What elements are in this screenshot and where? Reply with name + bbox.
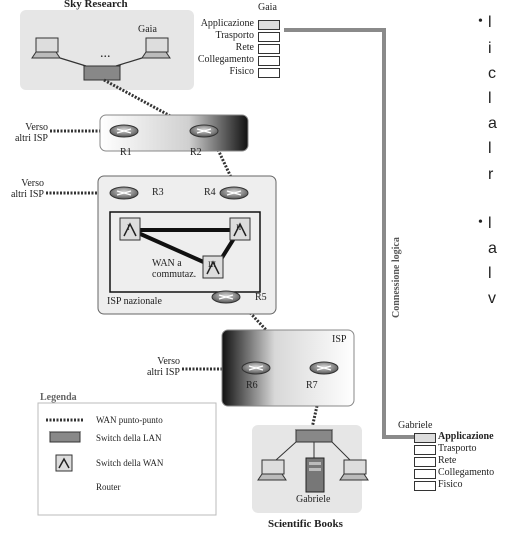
stack-bottom-layer-label: Collegamento <box>438 467 495 478</box>
router-label-r5: R5 <box>255 292 267 303</box>
router-icon <box>211 290 241 304</box>
slide-text-fragment: i <box>488 40 492 57</box>
router-label-r4: R4 <box>204 187 216 198</box>
stack-bottom-layer-box <box>414 457 436 467</box>
national-isp-box <box>97 175 277 315</box>
router-label-r2: R2 <box>190 147 202 158</box>
slide-text-fragment: v <box>488 290 496 307</box>
stack-host-top: Gaia <box>258 2 277 13</box>
isp-label: ISP <box>332 334 347 345</box>
logical-connection-label: Connessione logica <box>391 237 402 318</box>
router-icon <box>109 186 139 200</box>
stack-bottom-layer-label: Applicazione <box>438 431 494 442</box>
wan-switch-id-2: II <box>236 223 242 232</box>
stack-top-layer-label: Trasporto <box>215 30 254 41</box>
router-label-r3: R3 <box>152 187 164 198</box>
sky-research-area <box>20 10 194 90</box>
ellipsis-label: ... <box>100 46 111 61</box>
stack-top-layer-label: Applicazione <box>200 18 254 29</box>
laptop-icon <box>339 459 369 481</box>
legend-item-router: Router <box>96 482 121 492</box>
slide-text-fragment: l <box>488 215 492 232</box>
legend-lan-switch-icon <box>48 431 82 443</box>
router-label-r6: R6 <box>246 380 258 391</box>
router-label-r7: R7 <box>306 380 318 391</box>
bullet-marker: • <box>478 14 483 29</box>
slide-text-fragment: c <box>488 65 496 82</box>
legend-item-lan-switch: Switch della LAN <box>96 433 162 443</box>
router-icon <box>189 124 219 138</box>
stack-top-layer-box <box>258 68 280 78</box>
org-sky-research: Sky Research <box>64 0 128 10</box>
legend-item-wan-switch: Switch della WAN <box>96 458 164 468</box>
stack-bottom-layer-label: Rete <box>438 455 457 466</box>
wan-switch-id-1: I <box>127 223 130 232</box>
wan-switch-id-3: III <box>208 260 216 269</box>
stack-bottom-layer-label: Trasporto <box>438 443 477 454</box>
slide-text-fragment: r <box>488 166 494 183</box>
laptop-icon <box>31 37 61 59</box>
laptop-icon <box>257 459 287 481</box>
routers <box>49 124 339 501</box>
isp-box-top <box>99 114 249 152</box>
stack-top-layer-box <box>258 20 280 30</box>
slide-text-fragment: l <box>488 140 492 157</box>
stack-bottom-layer-box <box>414 445 436 455</box>
host-label-bottom: Gabriele <box>296 494 331 505</box>
lan-switch-icon <box>294 429 334 443</box>
wan-switch-icon <box>202 255 224 279</box>
stack-bottom-layer-box <box>414 469 436 479</box>
stack-bottom-layer-box <box>414 481 436 491</box>
stack-top-layer-box <box>258 56 280 66</box>
isp-box-bottom <box>221 329 355 407</box>
legend-title: Legenda <box>40 392 77 403</box>
logical-connection-line <box>284 28 436 439</box>
host-label-top: Gaia <box>138 24 157 35</box>
bullet-marker: • <box>478 215 483 230</box>
router-icon <box>109 124 139 138</box>
stack-top-layer-box <box>258 44 280 54</box>
wan-label: WAN a commutaz. <box>152 258 197 280</box>
stack-top-layer-box <box>258 32 280 42</box>
router-icon <box>219 186 249 200</box>
stack-bottom-layer-box <box>414 433 436 443</box>
slide-text-fragment: l <box>488 90 492 107</box>
stack-top-layer-label: Collegamento <box>197 54 254 65</box>
slide-text-fragment: a <box>488 240 497 257</box>
wan-area <box>109 211 261 293</box>
org-scientific-books: Scientific Books <box>268 518 343 530</box>
legend-item-wan-ptp: WAN punto-punto <box>96 415 163 425</box>
external-isp-1: Verso altri ISP <box>14 122 48 144</box>
server-icon <box>305 457 325 493</box>
legend-wan-switch-icon <box>55 454 73 472</box>
slide-text-fragment: l <box>488 14 492 31</box>
external-isp-3: Verso altri ISP <box>146 356 180 378</box>
router-label-r1: R1 <box>120 147 132 158</box>
wan-switch-icon <box>119 217 141 241</box>
router-icon <box>241 361 271 375</box>
stack-bottom-layer-label: Fisico <box>438 479 463 490</box>
national-isp-label: ISP nazionale <box>107 296 162 307</box>
router-icon <box>309 361 339 375</box>
slide-text-fragment: l <box>488 265 492 282</box>
external-isp-2: Verso altri ISP <box>10 178 44 200</box>
slide-text-fragment: a <box>488 115 497 132</box>
laptop-icon <box>141 37 171 59</box>
stack-host-bottom: Gabriele <box>398 420 433 431</box>
stack-top-layer-label: Fisico <box>229 66 254 77</box>
wan-switch-icon <box>229 217 251 241</box>
stack-top-layer-label: Rete <box>235 42 254 53</box>
lan-switch-icon <box>82 65 122 81</box>
